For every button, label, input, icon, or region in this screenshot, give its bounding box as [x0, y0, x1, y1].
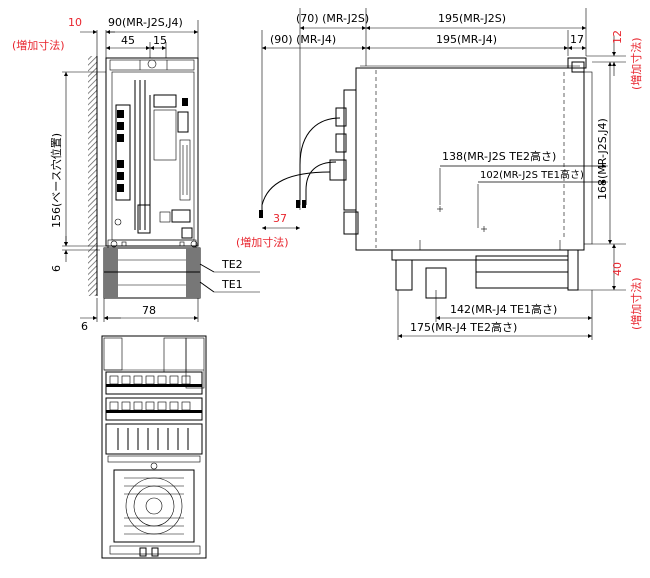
dim-17: 17 — [570, 33, 584, 46]
dim-15: 15 — [153, 34, 167, 47]
dim-6-bottom: 6 — [81, 320, 88, 333]
bottom-terminal-pins — [105, 423, 203, 455]
front-heatsink-fins — [134, 80, 151, 230]
dim-78: 78 — [142, 304, 156, 317]
label-te2: TE2 — [221, 258, 243, 271]
bottom-unit-outline — [101, 335, 207, 559]
dim-add12: 12 — [611, 30, 624, 44]
bottom-terminal-row-top — [105, 371, 203, 395]
dim-168-height: 168(MR-J2S,J4) — [596, 118, 609, 200]
mounting-wall-hatch — [88, 56, 97, 296]
front-connector-column — [115, 104, 131, 201]
dim-add12-note: (増加寸法) — [629, 37, 643, 90]
label-te1: TE1 — [221, 278, 243, 291]
dim-138-te2: 138(MR-J2S TE2高さ) — [442, 149, 556, 163]
front-terminal-block — [103, 247, 201, 299]
dim-add10: 10 — [68, 16, 82, 29]
front-view: TE2 TE1 90(MR-J2S,J4) 45 15 10 (増加寸法) 15… — [12, 16, 260, 333]
dim-45: 45 — [121, 34, 135, 47]
dim-195-mr-j2s: 195(MR-J2S) — [438, 12, 506, 25]
dim-add40-note: (増加寸法) — [629, 277, 643, 330]
dim-6-left: 6 — [50, 265, 63, 272]
dim-156-base-hole: 156(ベース穴位置) — [49, 133, 63, 228]
dim-195-mr-j4: 195(MR-J4) — [436, 33, 497, 46]
dim-add37-note: (増加寸法) — [236, 235, 289, 249]
dim-70-mr-j2s: (70) (MR-J2S) — [296, 12, 369, 25]
side-cables — [259, 117, 341, 218]
dim-142-te1: 142(MR-J4 TE1高さ) — [450, 302, 557, 316]
dim-width-total: 90(MR-J2S,J4) — [108, 16, 183, 29]
dim-add10-note: (増加寸法) — [12, 38, 65, 52]
dim-175-te2: 175(MR-J4 TE2高さ) — [410, 320, 517, 334]
dim-add40: 40 — [611, 262, 624, 276]
dim-102-te1: 102(MR-J2S TE1高さ) — [480, 168, 584, 181]
side-front-connectors — [329, 89, 359, 235]
front-unit-body — [105, 57, 199, 247]
dim-90-mr-j4: (90) (MR-J4) — [270, 33, 336, 46]
dim-add37: 37 — [273, 212, 287, 225]
side-view: (70) (MR-J2S) 195(MR-J2S) (90) (MR-J4) 1… — [236, 8, 643, 340]
side-terminal-block — [391, 240, 579, 299]
cooling-fan-icon — [113, 469, 195, 543]
bottom-view — [101, 335, 207, 559]
bottom-terminal-row-mid — [105, 397, 203, 421]
